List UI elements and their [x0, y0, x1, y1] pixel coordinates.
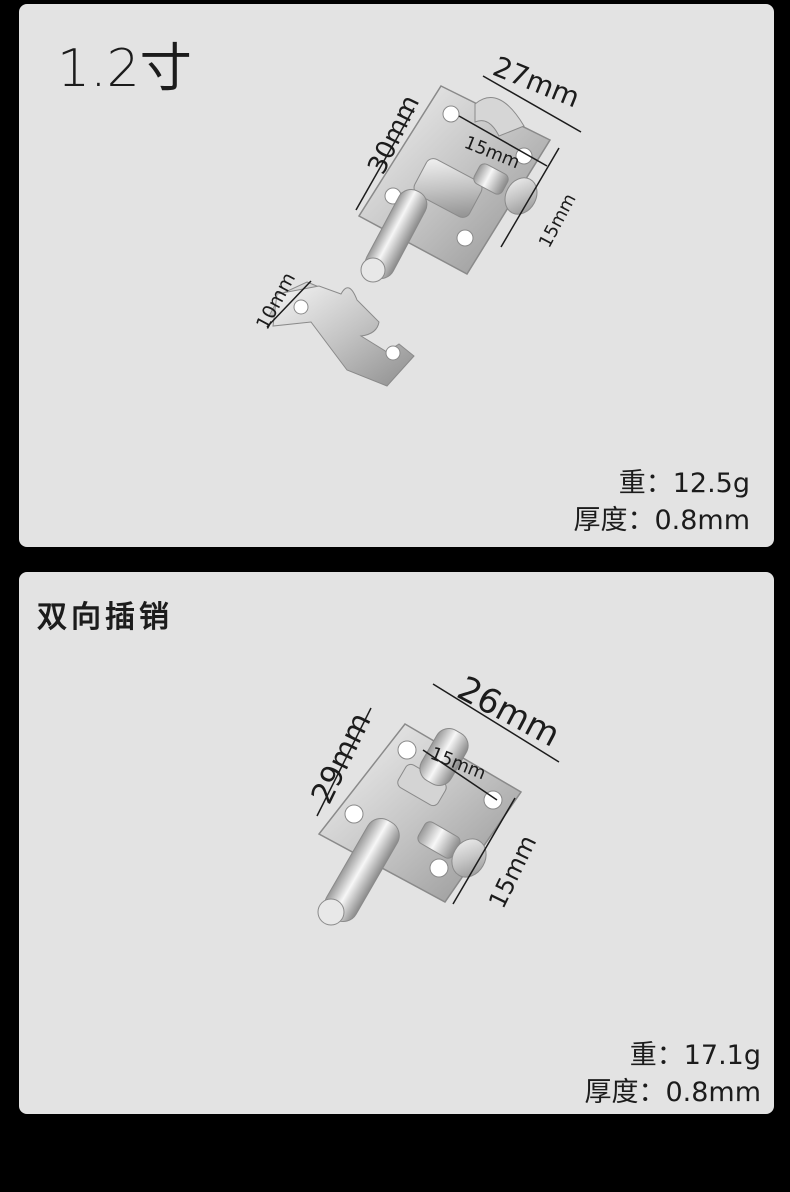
bolt-keeper [268, 281, 415, 387]
dim-side: 15mm [483, 831, 542, 913]
product-size-title: 1.2寸 [57, 39, 192, 99]
bolt-knob [473, 163, 538, 215]
product-specs: 重：17.1g 厚度：0.8mm [584, 1037, 761, 1111]
dimension-lines [266, 75, 582, 328]
thickness-label: 厚度：0.8mm [573, 505, 750, 536]
dim-side: 15mm [535, 190, 581, 251]
door-bolt-product-image: 27mm 30mm 15mm 15mm 10mm [252, 50, 584, 387]
product-panel-two-way-bolt: 26mm 29mm 15mm 15mm 双向插销 重：17.1g 厚度：0.8m… [19, 572, 774, 1114]
weight-label: 重：12.5g [618, 468, 750, 499]
bolt-rod [317, 728, 469, 926]
bolt-rod [360, 189, 428, 283]
bolt-knob [417, 821, 487, 878]
product-panel-1-2-cun: 27mm 30mm 15mm 15mm 10mm 1.2寸 重：12.5g 厚度… [19, 4, 774, 547]
thickness-label: 厚度：0.8mm [584, 1077, 761, 1108]
dimension-lines [316, 683, 560, 905]
two-way-bolt-product-image: 26mm 29mm 15mm 15mm [305, 669, 566, 926]
weight-label: 重：17.1g [629, 1040, 761, 1071]
product-specs: 重：12.5g 厚度：0.8mm [573, 465, 750, 539]
product-type-title: 双向插销 [37, 600, 173, 635]
